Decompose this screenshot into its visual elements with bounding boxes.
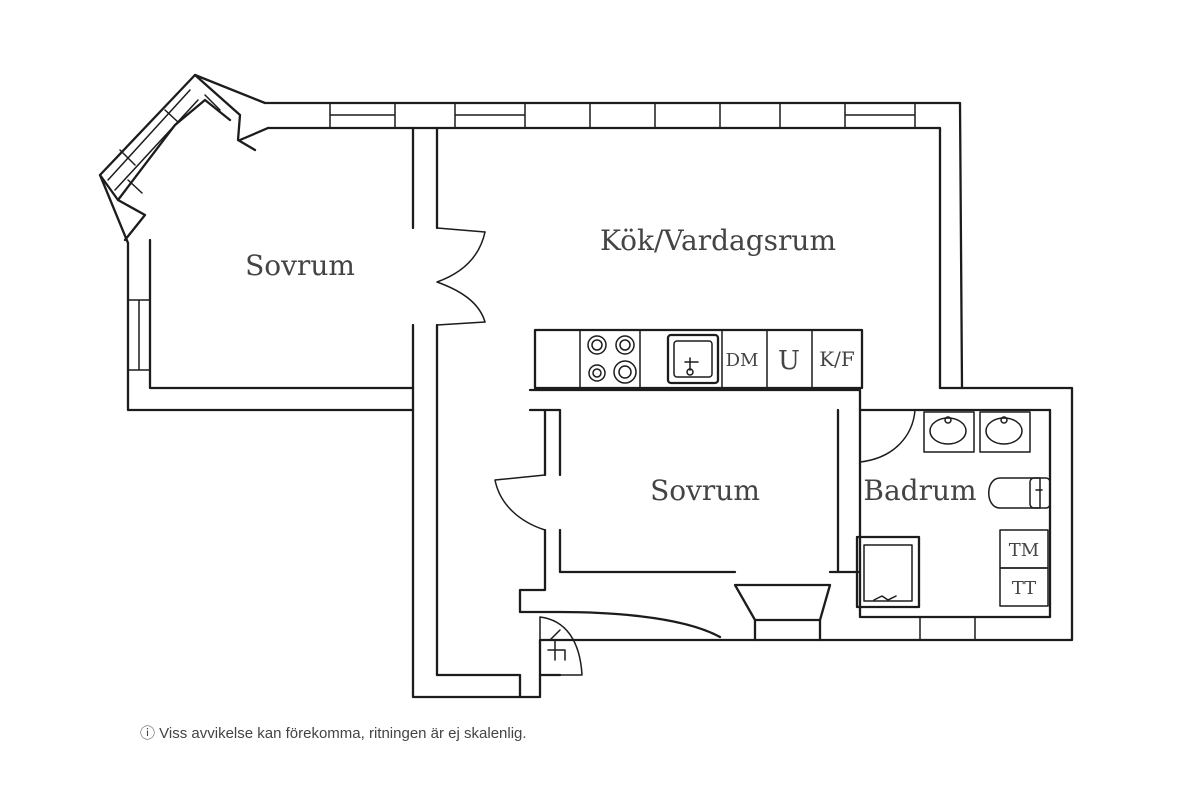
disclaimer-text: ⓘ Viss avvikelse kan förekomma, ritninge… [140,725,527,742]
room-label-bathroom: Badrum [863,474,976,507]
room-label-bedroom-center: Sovrum [650,474,760,507]
kitchen-sink-icon [666,333,720,385]
oven-label: U [778,346,800,376]
bathroom-sink-right-icon [979,411,1031,453]
stove-icon [587,335,637,384]
doors [436,227,916,676]
laundry-stack [999,529,1049,607]
bay-window [98,73,257,242]
shower-icon [855,535,921,609]
room-label-bedroom-left: Sovrum [245,249,355,282]
top-windows [127,102,976,641]
interior-walls [411,126,922,677]
dishwasher-label: DM [726,350,759,371]
room-label-kitchen-living: Kök/Vardagsrum [600,224,836,257]
kitchen-counter [533,328,864,390]
bathroom-sink-left-icon [923,411,975,453]
disclaimer-note: ⓘ Viss avvikelse kan förekomma, ritninge… [140,722,527,743]
fridge-freezer-label: K/F [819,347,855,371]
toilet-icon [988,477,1051,509]
washing-machine-label: TM [1009,540,1039,561]
dryer-label: TT [1012,578,1036,599]
exterior-walls [98,73,1074,699]
